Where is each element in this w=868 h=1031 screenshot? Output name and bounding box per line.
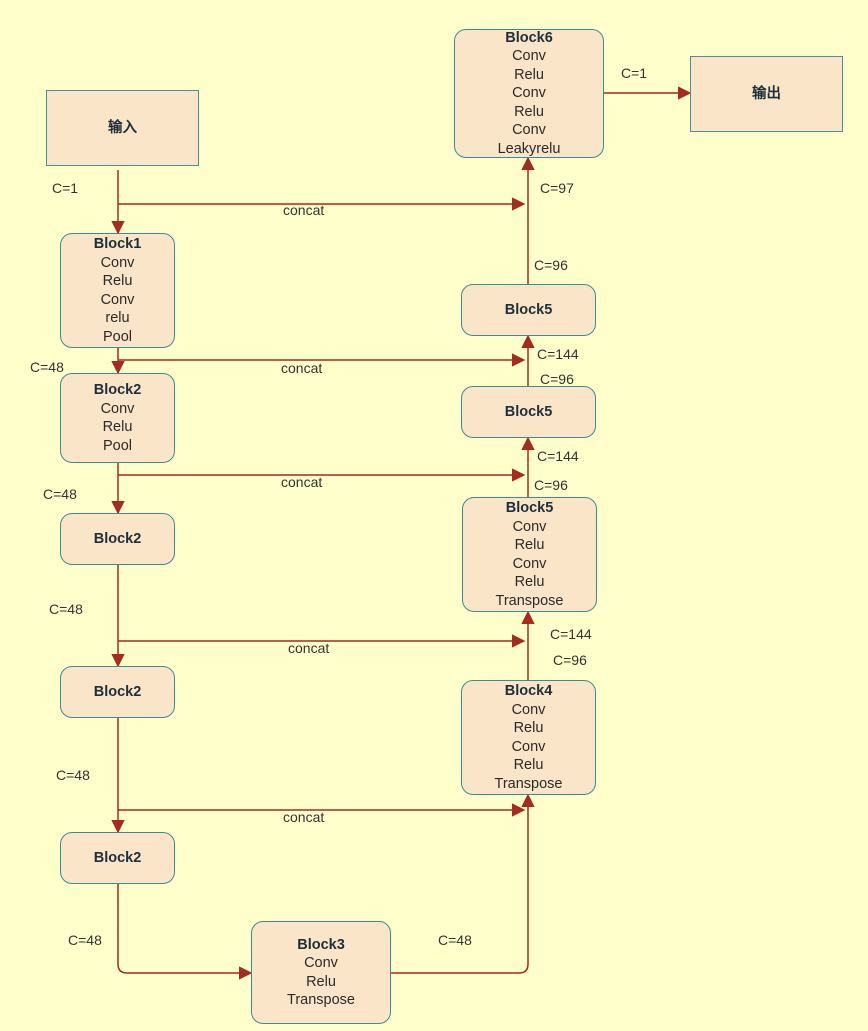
block6-op: Leakyrelu bbox=[497, 140, 561, 157]
block1-node: Block1 Conv Relu Conv relu Pool bbox=[60, 233, 175, 348]
block3-node: Block3 Conv Relu Transpose bbox=[251, 921, 391, 1024]
block1-op: Conv bbox=[100, 254, 135, 271]
block2d-title: Block2 bbox=[93, 849, 142, 866]
block4-op: Conv bbox=[511, 701, 546, 718]
block3-op: Transpose bbox=[287, 992, 355, 1008]
block4-title: Block4 bbox=[504, 683, 553, 699]
block2b-node: Block2 bbox=[60, 513, 175, 565]
label-concat-4: concat bbox=[288, 640, 330, 656]
block4-op: Transpose bbox=[494, 775, 563, 792]
block5c-title: Block5 bbox=[504, 301, 553, 318]
block1-op: Conv bbox=[100, 291, 135, 308]
block3-title: Block3 bbox=[297, 936, 345, 953]
block5c-node: Block5 bbox=[461, 284, 596, 336]
block4-node: Block4 Conv Relu Conv Relu Transpose bbox=[461, 680, 596, 795]
block2b-title: Block2 bbox=[93, 530, 142, 547]
label-concat-5: concat bbox=[283, 809, 325, 825]
block1-title: Block1 bbox=[93, 236, 142, 252]
label-c-input: C=1 bbox=[52, 180, 79, 196]
label-c-block1: C=48 bbox=[30, 359, 64, 375]
label-c-block2c: C=48 bbox=[56, 767, 90, 783]
edge-block3-block4 bbox=[391, 793, 535, 974]
block2a-title: Block2 bbox=[93, 382, 142, 398]
label-c-block2a: C=48 bbox=[43, 486, 77, 502]
block5a-op: Relu bbox=[514, 537, 545, 553]
block1-op: relu bbox=[105, 310, 130, 326]
input-node-title: 输入 bbox=[108, 119, 137, 136]
label-concat-3: concat bbox=[281, 474, 323, 490]
block6-op: Conv bbox=[512, 85, 546, 102]
block4-op: Conv bbox=[511, 738, 546, 755]
label-c-block5b-out: C=96 bbox=[540, 371, 574, 387]
block1-op: Pool bbox=[102, 328, 133, 345]
block6-title: Block6 bbox=[505, 29, 553, 46]
block5a-op: Transpose bbox=[495, 592, 564, 609]
block4-op: Relu bbox=[513, 757, 544, 773]
block1-op: Relu bbox=[102, 273, 133, 289]
output-node-title: 输出 bbox=[752, 85, 781, 102]
block4-op: Relu bbox=[513, 720, 544, 736]
block2a-op: Conv bbox=[100, 400, 135, 417]
block3-op: Conv bbox=[304, 955, 338, 971]
block5a-op: Conv bbox=[512, 518, 547, 535]
label-c-block5a-out: C=96 bbox=[534, 477, 568, 493]
block2a-op: Pool bbox=[102, 437, 133, 454]
block5a-op: Relu bbox=[514, 574, 545, 590]
block2a-op: Relu bbox=[102, 419, 133, 435]
block2d-node: Block2 bbox=[60, 832, 175, 884]
label-c-output: C=1 bbox=[621, 65, 648, 81]
block2c-title: Block2 bbox=[93, 683, 142, 700]
label-c-block2d: C=48 bbox=[68, 932, 102, 948]
label-c-block5b-in: C=144 bbox=[537, 448, 579, 464]
block6-op: Conv bbox=[512, 48, 546, 65]
block5b-title: Block5 bbox=[504, 403, 553, 420]
label-c-block4-out: C=96 bbox=[553, 652, 587, 668]
block5a-op: Conv bbox=[512, 555, 547, 572]
label-c-block5c-out: C=96 bbox=[534, 257, 568, 273]
block2c-node: Block2 bbox=[60, 666, 175, 718]
block3-op: Relu bbox=[306, 973, 336, 990]
label-c-block6-in: C=97 bbox=[540, 180, 574, 196]
block5b-node: Block5 bbox=[461, 386, 596, 438]
block6-op: Conv bbox=[512, 122, 546, 139]
output-node: 输出 bbox=[690, 56, 843, 132]
input-node: 输入 bbox=[46, 90, 199, 166]
edge-block2d-block3 bbox=[117, 884, 253, 980]
label-c-block5c-in: C=144 bbox=[537, 346, 579, 362]
block6-op: Relu bbox=[514, 66, 544, 83]
label-c-block5a-in: C=144 bbox=[550, 626, 592, 642]
block5a-title: Block5 bbox=[505, 500, 554, 516]
label-concat-1: concat bbox=[283, 202, 325, 218]
label-c-block2b: C=48 bbox=[49, 601, 83, 617]
label-concat-2: concat bbox=[281, 360, 323, 376]
block6-op: Relu bbox=[514, 103, 544, 120]
block5a-node: Block5 Conv Relu Conv Relu Transpose bbox=[462, 497, 597, 612]
label-c-block3: C=48 bbox=[438, 932, 472, 948]
block6-node: Block6 Conv Relu Conv Relu Conv Leakyrel… bbox=[454, 29, 604, 158]
block2a-node: Block2 Conv Relu Pool bbox=[60, 373, 175, 463]
